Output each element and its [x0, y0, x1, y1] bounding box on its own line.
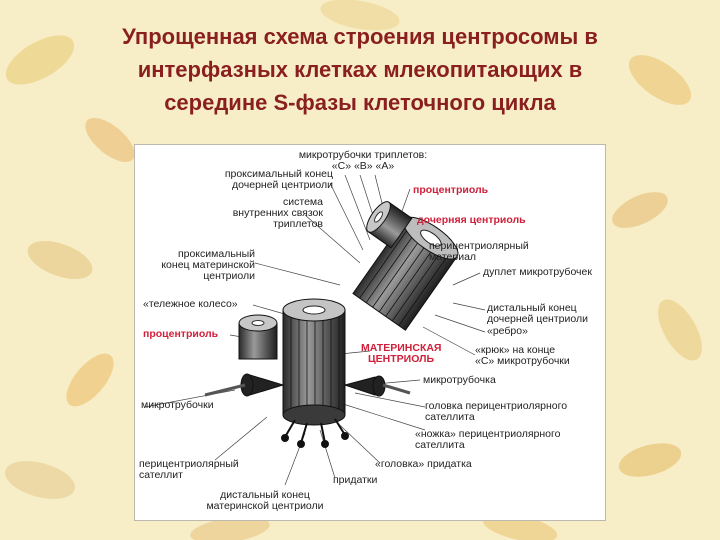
label-distal-end-daughter: дистальный конец дочерней центриоли — [487, 302, 588, 325]
label-microtubule: микротрубочка — [423, 374, 496, 386]
title-line-3: середине S-фазы клеточного цикла — [164, 90, 556, 115]
label-rib: «ребро» — [487, 325, 528, 337]
label-c-microtubule-hook: «крюк» на конце «C» микротрубочки — [475, 344, 570, 367]
top-procentriole-shape — [366, 201, 413, 249]
label-satellite-head: головка перицентриолярного сателлита — [425, 400, 568, 423]
mother-centriole-shape — [204, 298, 411, 448]
label-daughter-centriole: дочерняя центриоль — [417, 214, 526, 226]
label-satellite-leg: «ножка» перицентриолярного сателлита — [415, 428, 561, 451]
title-line-1: Упрощенная схема строения центросомы в — [122, 24, 598, 49]
centrosome-illustration — [144, 174, 486, 486]
label-proximal-end-daughter: проксимальный конец дочерней центриоли — [224, 168, 333, 191]
daughter-centriole-shape — [352, 216, 459, 331]
label-pericentriolar-satellite: перицентриолярный сателлит — [139, 458, 239, 481]
left-procentriole-shape — [238, 314, 278, 360]
label-distal-end-mother: дистальный конец материнской центриоли — [206, 489, 324, 512]
centrosome-diagram-panel: микротрубочки триплетов: «C» «B» «A» про… — [134, 144, 606, 521]
label-appendage-head: «головка» придатка — [375, 458, 472, 470]
label-cartwheel: «тележное колесо» — [143, 298, 238, 310]
title-line-2: интерфазных клетках млекопитающих в — [137, 57, 583, 82]
label-procentriole-top: процентриоль — [413, 184, 489, 196]
label-doublet-microtubules: дуплет микротрубочек — [483, 266, 592, 278]
label-inner-triplet-links: система внутренних связок триплетов — [232, 196, 323, 230]
label-triplet-microtubules: микротрубочки триплетов: «C» «B» «A» — [298, 149, 428, 172]
label-mother-centriole: МАТЕРИНСКАЯ ЦЕНТРИОЛЬ — [361, 342, 442, 365]
slide-title: Упрощенная схема строения центросомы в и… — [0, 20, 720, 119]
label-procentriole-left: процентриоль — [143, 328, 219, 340]
label-microtubules-left: микротрубочки — [141, 399, 214, 411]
label-pericentriolar-material: перицентриолярный материал — [429, 240, 529, 263]
label-appendages: придатки — [333, 474, 378, 486]
label-proximal-end-mother: проксимальный конец материнской центриол… — [161, 248, 255, 282]
